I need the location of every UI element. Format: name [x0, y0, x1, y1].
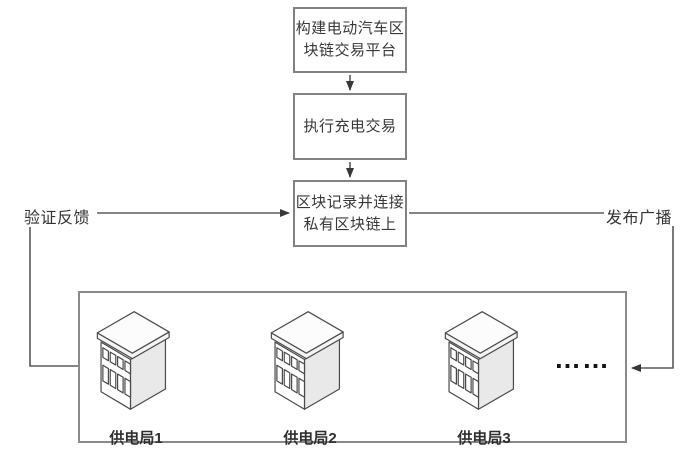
flow-box-line: 私有区块链上 — [303, 215, 397, 233]
flow-box-line: 构建电动汽车区 — [295, 20, 405, 38]
edge-label-publish-broadcast: 发布广播 — [606, 210, 673, 227]
building-icon — [96, 311, 170, 410]
arrow-broadcast-into-container — [631, 226, 674, 372]
flow-box-build-platform: 构建电动汽车区 块链交易平台 — [293, 7, 407, 73]
station-label: 供电局3 — [457, 430, 511, 447]
station-power-bureau-2: 供电局2 — [264, 307, 356, 447]
station-label: 供电局1 — [109, 430, 163, 447]
building-icon — [444, 311, 518, 410]
flow-box-line: 区块记录并连接 — [295, 193, 405, 211]
building-icon — [270, 311, 344, 410]
flow-box-line: 执行充电交易 — [303, 117, 397, 135]
flow-box-line: 块链交易平台 — [303, 42, 397, 59]
station-power-bureau-1: 供电局1 — [90, 307, 182, 447]
flow-box-block-record: 区块记录并连接 私有区块链上 — [293, 180, 407, 247]
flow-box-execute-charging: 执行充电交易 — [293, 93, 407, 160]
more-stations-ellipsis: …… — [554, 344, 610, 374]
feedback-line-from-container — [29, 227, 78, 367]
station-power-bureau-3: 供电局3 — [438, 307, 530, 447]
power-bureau-container: 供电局1 供电局2 供电局3 — [78, 291, 627, 447]
station-label: 供电局2 — [283, 430, 337, 447]
edge-label-verification-feedback: 验证反馈 — [24, 210, 91, 227]
